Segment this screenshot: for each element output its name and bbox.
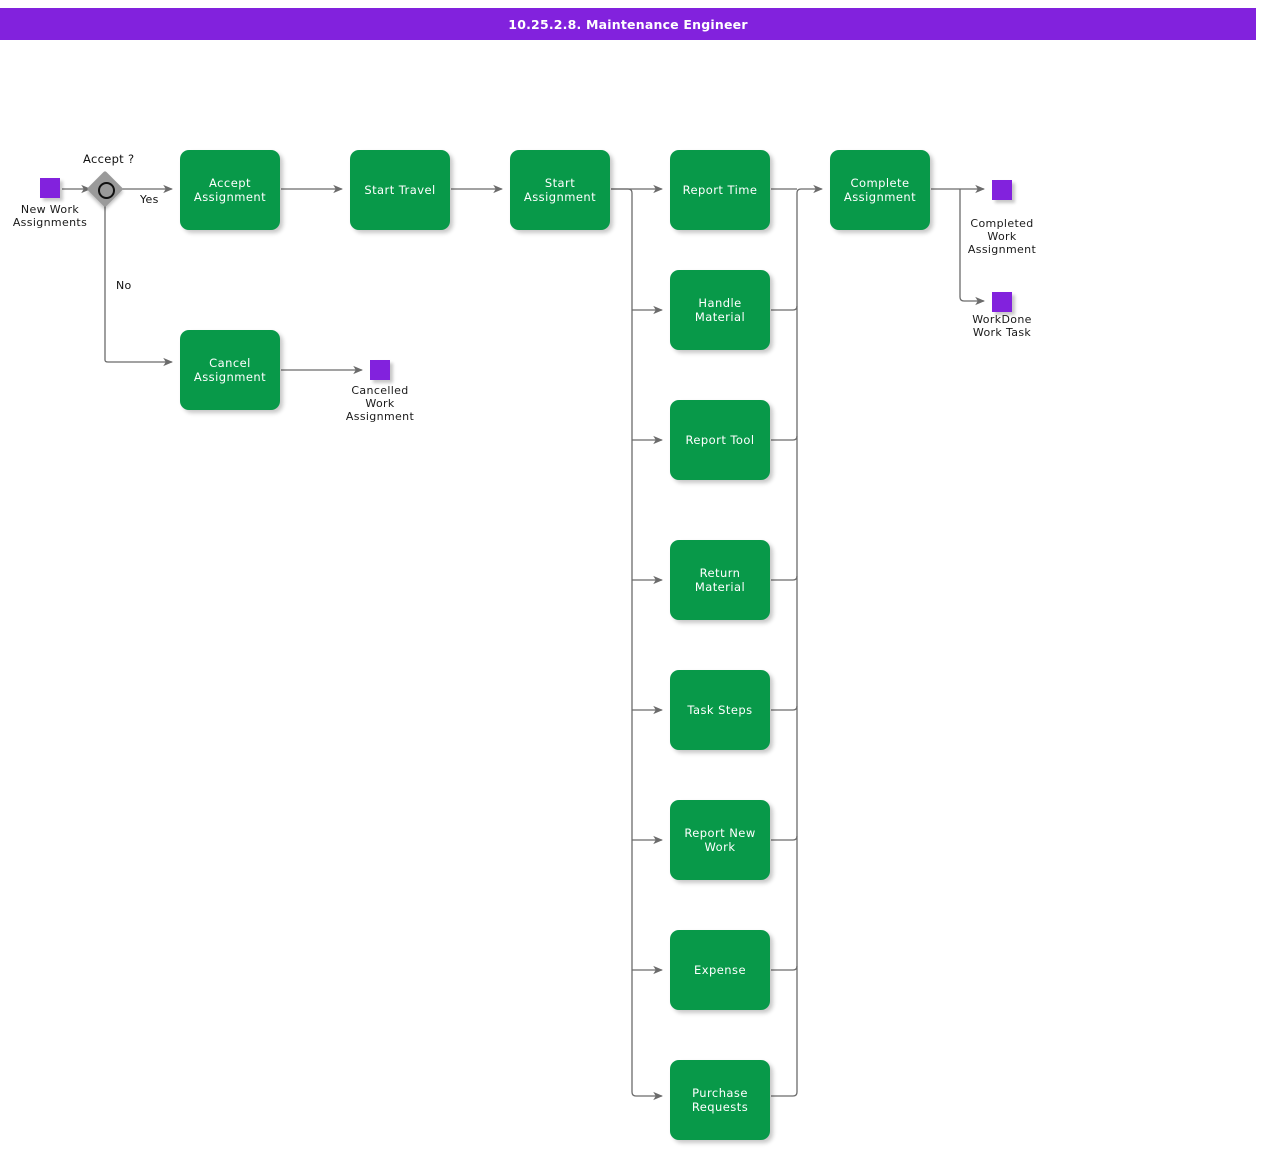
state-node-completed-work-assignment[interactable] [992, 180, 1012, 200]
activity-report-tool[interactable]: Report Tool [670, 400, 770, 480]
state-node-new-work-assignments[interactable] [40, 178, 60, 198]
edge-collector-trunk [771, 184, 823, 1097]
edge-collect-task-steps [771, 705, 798, 711]
state-node-cancelled-work-assignment[interactable] [370, 360, 390, 380]
activity-expense[interactable]: Expense [670, 930, 770, 1010]
activity-complete-assignment[interactable]: Complete Assignment [830, 150, 930, 230]
edge-collect-return-material [771, 575, 798, 581]
edge-label-no: No [116, 279, 132, 292]
activity-accept-assignment[interactable]: Accept Assignment [180, 150, 280, 230]
activity-label: Return Material [694, 566, 746, 594]
activity-label: Cancel Assignment [193, 356, 267, 384]
activity-label: Task Steps [687, 703, 753, 717]
activity-label: Accept Assignment [193, 176, 267, 204]
edge-label-yes: Yes [140, 193, 159, 206]
activity-start-travel[interactable]: Start Travel [350, 150, 450, 230]
edge-collect-report-tool [771, 435, 798, 441]
activity-task-steps[interactable]: Task Steps [670, 670, 770, 750]
activity-label: Report Tool [685, 433, 755, 447]
gateway-title-accept: Accept ? [83, 152, 135, 166]
state-node-workdone-work-task[interactable] [992, 292, 1012, 312]
edge-collect-expense [771, 965, 798, 971]
activity-label: Handle Material [694, 296, 746, 324]
state-label-cancelled-work-assignment: Cancelled Work Assignment [345, 384, 415, 423]
activity-return-material[interactable]: Return Material [670, 540, 770, 620]
activity-label: Report Time [682, 183, 758, 197]
edge-collect-report-new-work [771, 835, 798, 841]
activity-label: Expense [694, 963, 746, 977]
state-label-new-work-assignments: New Work Assignments [12, 203, 88, 229]
activity-report-new-work[interactable]: Report New Work [670, 800, 770, 880]
activity-report-time[interactable]: Report Time [670, 150, 770, 230]
activity-label: Start Travel [364, 183, 436, 197]
activity-label: Complete Assignment [843, 176, 917, 204]
edge-start-assignment-trunk [611, 188, 663, 1101]
page-title: 10.25.2.8. Maintenance Engineer [508, 16, 748, 32]
state-label-completed-work-assignment: Completed Work Assignment [967, 217, 1037, 256]
edge-collect-handle-material [771, 305, 798, 311]
activity-cancel-assignment[interactable]: Cancel Assignment [180, 330, 280, 410]
gateway-accept-ring [98, 182, 115, 199]
activity-purchase-requests[interactable]: Purchase Requests [670, 1060, 770, 1140]
activity-label: Start Assignment [523, 176, 597, 204]
activity-start-assignment[interactable]: Start Assignment [510, 150, 610, 230]
header-bar: 10.25.2.8. Maintenance Engineer [0, 8, 1256, 40]
activity-label: Report New Work [684, 826, 756, 854]
activity-label: Purchase Requests [691, 1086, 749, 1114]
activity-handle-material[interactable]: Handle Material [670, 270, 770, 350]
state-label-workdone-work-task: WorkDone Work Task [972, 313, 1032, 339]
